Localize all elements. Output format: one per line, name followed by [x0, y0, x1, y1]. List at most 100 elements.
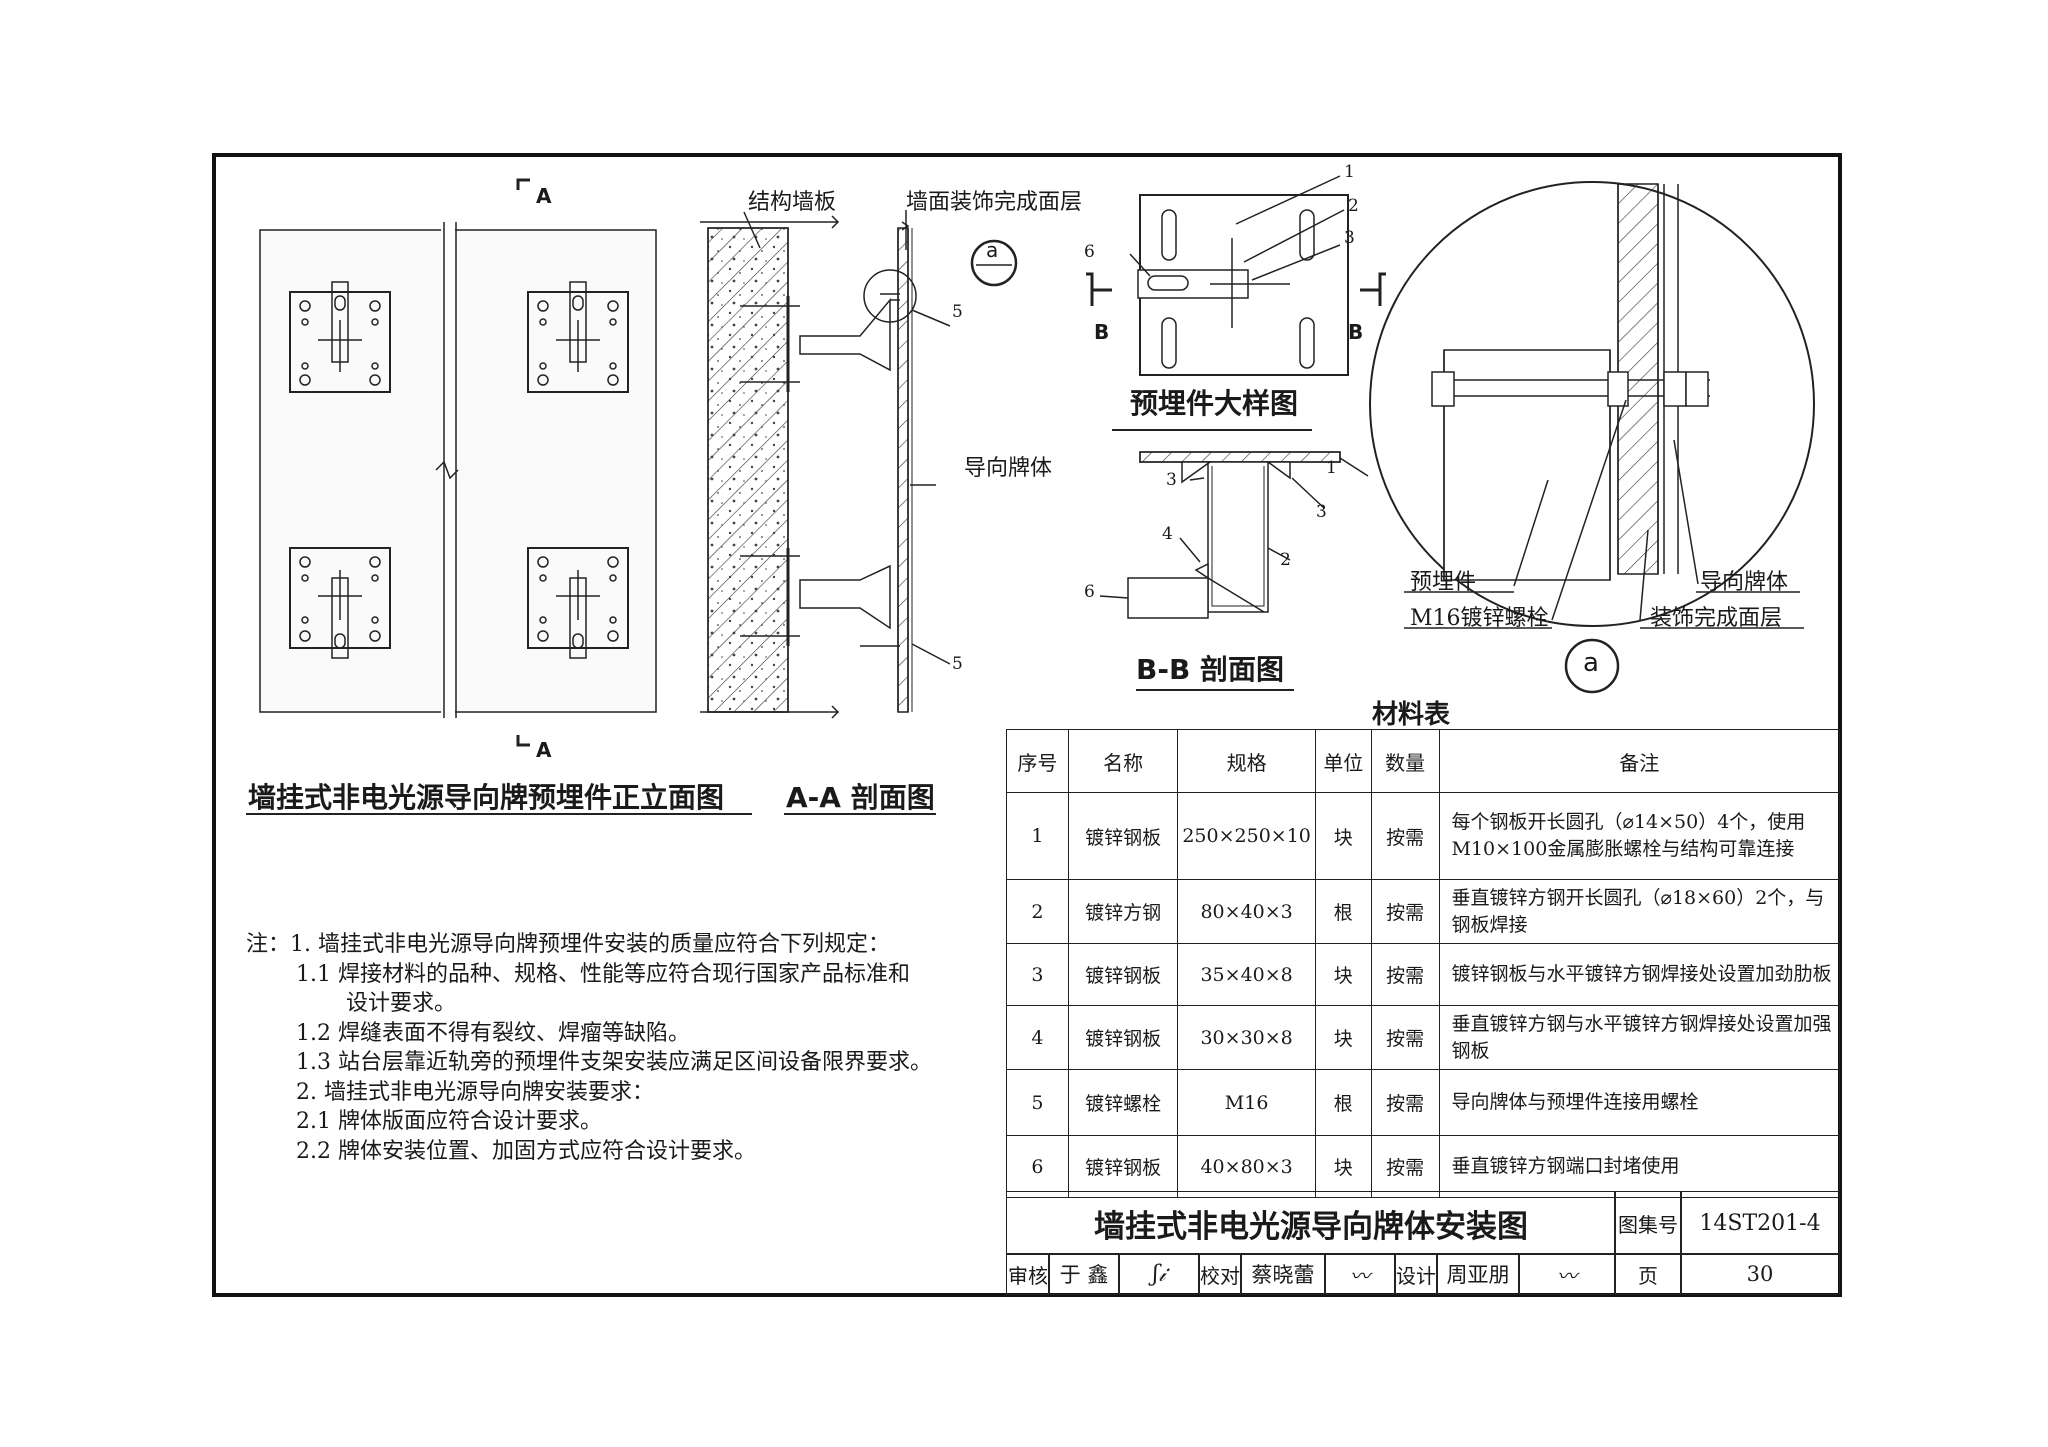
- cell-name: 镀锌钢板: [1067, 792, 1179, 880]
- elevation-drawing: [246, 178, 936, 815]
- cell-remark: 导向牌体与预埋件连接用螺栓: [1438, 1069, 1840, 1136]
- cell-remark: 垂直镀锌方钢与水平镀锌方钢焊接处设置加强钢板: [1438, 1005, 1840, 1070]
- cell-name: 镀锌钢板: [1067, 1005, 1179, 1070]
- cell-name: 镀锌钢板: [1067, 1135, 1179, 1198]
- cell-unit: 块: [1314, 1135, 1372, 1198]
- sheet-frame: [212, 153, 1842, 1297]
- check-label: 校对: [1198, 1253, 1242, 1295]
- title-block: 墙挂式非电光源导向牌体安装图 图集号 14ST201-4 审核 于 鑫 ʃ𝒾 校…: [1006, 1191, 1840, 1295]
- table-row: 6 镀锌钢板 40×80×3 块 按需 垂直镀锌方钢端口封堵使用: [1006, 1135, 1840, 1198]
- cell-qty: 按需: [1370, 1005, 1440, 1070]
- cell-remark: 每个钢板开长圆孔（⌀14×50）4个，使用M10×100金属膨胀螺栓与结构可靠连…: [1438, 792, 1840, 880]
- header-qty: 数量: [1370, 729, 1440, 793]
- section-mark-b-right: B: [1348, 320, 1364, 344]
- embed-callout-6: 6: [1084, 242, 1095, 262]
- note-line: 1.3 站台层靠近轨旁的预埋件支架安装应满足区间设备限界要求。: [296, 1050, 932, 1075]
- checker-name: 蔡晓蕾: [1240, 1253, 1326, 1295]
- cell-no: 5: [1006, 1069, 1069, 1136]
- header-unit: 单位: [1314, 729, 1372, 793]
- section-bb-drawing: [1099, 451, 1369, 691]
- detail-ref-a: a: [986, 238, 999, 262]
- cell-qty: 按需: [1370, 943, 1440, 1006]
- detail-bolt-label: M16镀锌螺栓: [1410, 606, 1549, 631]
- cell-name: 镀锌钢板: [1067, 943, 1179, 1006]
- cell-name: 镀锌方钢: [1067, 879, 1179, 944]
- table-row: 2 镀锌方钢 80×40×3 根 按需 垂直镀锌方钢开长圆孔（⌀18×60）2个…: [1006, 879, 1840, 944]
- section-mark-b-left: B: [1094, 320, 1110, 344]
- material-table-caption: 材料表: [1372, 700, 1451, 730]
- bb-callout-6: 6: [1084, 582, 1095, 602]
- cell-name: 镀锌螺栓: [1067, 1069, 1179, 1136]
- callout-5-upper: 5: [952, 302, 963, 322]
- detail-ref-label: a: [1583, 648, 1599, 678]
- note-line: 1.2 焊缝表面不得有裂纹、焊瘤等缺陷。: [296, 1020, 690, 1046]
- note-line: 2.1 牌体版面应符合设计要求。: [296, 1109, 602, 1134]
- cell-unit: 块: [1314, 943, 1372, 1006]
- callout-5-lower: 5: [952, 654, 963, 674]
- wall-label: 结构墙板: [748, 190, 837, 215]
- header-spec: 规格: [1177, 729, 1316, 793]
- section-aa-drawing: [700, 210, 1018, 719]
- sign-body-label: 导向牌体: [964, 456, 1053, 481]
- cell-spec: 35×40×8: [1177, 943, 1316, 1006]
- elevation-section-mark-top: A: [536, 184, 552, 208]
- cell-qty: 按需: [1370, 879, 1440, 944]
- cell-spec: 40×80×3: [1177, 1135, 1316, 1198]
- cell-remark: 垂直镀锌方钢端口封堵使用: [1438, 1135, 1840, 1198]
- section-aa-title: A-A 剖面图: [786, 781, 935, 814]
- embed-detail-title: 预埋件大样图: [1130, 387, 1299, 420]
- table-row: 1 镀锌钢板 250×250×10 块 按需 每个钢板开长圆孔（⌀14×50）4…: [1006, 792, 1840, 880]
- note-line: 注：1. 墙挂式非电光源导向牌预埋件安装的质量应符合下列规定：: [246, 932, 890, 957]
- designer-signature: 〰: [1518, 1253, 1616, 1295]
- cell-unit: 根: [1314, 879, 1372, 944]
- page-number: 30: [1680, 1253, 1840, 1295]
- cell-spec: 250×250×10: [1177, 792, 1316, 880]
- cell-remark: 垂直镀锌方钢开长圆孔（⌀18×60）2个，与钢板焊接: [1438, 879, 1840, 944]
- detail-a-drawing: [1369, 181, 1815, 694]
- cell-spec: 80×40×3: [1177, 879, 1316, 944]
- section-bb-title: B-B 剖面图: [1136, 653, 1285, 686]
- embed-detail-drawing: [1086, 175, 1386, 431]
- cell-qty: 按需: [1370, 1135, 1440, 1198]
- atlas-label: 图集号: [1614, 1191, 1682, 1255]
- material-table: 序号 名称 规格 单位 数量 备注 1 镀锌钢板 250×250×10 块 按需…: [1006, 729, 1840, 1198]
- cell-no: 1: [1006, 792, 1069, 880]
- table-row: 4 镀锌钢板 30×30×8 块 按需 垂直镀锌方钢与水平镀锌方钢焊接处设置加强…: [1006, 1005, 1840, 1070]
- embed-callout-2: 2: [1348, 196, 1359, 216]
- detail-sign-label: 导向牌体: [1700, 570, 1789, 595]
- reviewer-name: 于 鑫: [1048, 1253, 1120, 1295]
- table-row: 3 镀锌钢板 35×40×8 块 按需 镀锌钢板与水平镀锌方钢焊接处设置加劲肋板: [1006, 943, 1840, 1006]
- cell-no: 4: [1006, 1005, 1069, 1070]
- cell-qty: 按需: [1370, 792, 1440, 880]
- bb-callout-2: 2: [1280, 550, 1291, 570]
- cell-unit: 块: [1314, 1005, 1372, 1070]
- elevation-section-mark-bottom: A: [536, 738, 552, 762]
- bb-callout-4: 4: [1162, 524, 1173, 544]
- bb-callout-1: 1: [1326, 458, 1337, 478]
- note-line: 2. 墙挂式非电光源导向牌安装要求：: [296, 1079, 654, 1105]
- embed-callout-3: 3: [1344, 228, 1355, 248]
- reviewer-signature: ʃ𝒾: [1118, 1253, 1200, 1295]
- finish-layer-label: 墙面装饰完成面层: [906, 190, 1083, 215]
- bb-callout-3-right: 3: [1316, 502, 1327, 522]
- cell-no: 3: [1006, 943, 1069, 1006]
- cell-unit: 根: [1314, 1069, 1372, 1136]
- embed-callout-1: 1: [1344, 162, 1355, 182]
- cell-remark: 镀锌钢板与水平镀锌方钢焊接处设置加劲肋板: [1438, 943, 1840, 1006]
- note-line: 2.2 牌体安装位置、加固方式应符合设计要求。: [296, 1138, 756, 1164]
- bb-callout-3-left: 3: [1166, 470, 1177, 490]
- design-label: 设计: [1394, 1253, 1438, 1295]
- note-line: 1.1 焊接材料的品种、规格、性能等应符合现行国家产品标准和: [296, 961, 910, 987]
- cell-unit: 块: [1314, 792, 1372, 880]
- review-label: 审核: [1006, 1253, 1050, 1295]
- cell-spec: M16: [1177, 1069, 1316, 1136]
- cell-spec: 30×30×8: [1177, 1005, 1316, 1070]
- notes-block: 注：1. 墙挂式非电光源导向牌预埋件安装的质量应符合下列规定： 1.1 焊接材料…: [246, 930, 932, 1166]
- header-no: 序号: [1006, 729, 1069, 793]
- table-row: 5 镀锌螺栓 M16 根 按需 导向牌体与预埋件连接用螺栓: [1006, 1069, 1840, 1136]
- designer-name: 周亚朋: [1436, 1253, 1520, 1295]
- drawing-title: 墙挂式非电光源导向牌体安装图: [1006, 1191, 1616, 1255]
- note-line: 设计要求。: [346, 991, 457, 1016]
